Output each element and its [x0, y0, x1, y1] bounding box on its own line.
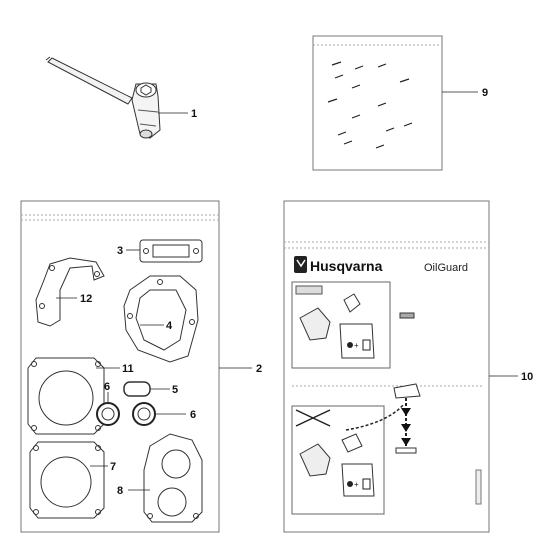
callout-9: 9: [482, 87, 488, 99]
screws-bag-part: [312, 35, 478, 171]
gasket-kit-package: [20, 200, 252, 533]
combination-spanner-part: [45, 56, 188, 139]
callout-2: 2: [256, 363, 262, 375]
callout-12: 12: [80, 293, 92, 305]
product-name: OilGuard: [424, 262, 468, 274]
svg-text:+: +: [354, 341, 359, 350]
callout-11: 11: [122, 363, 134, 375]
callout-1: 1: [191, 108, 197, 120]
svg-text:+: +: [354, 480, 359, 489]
callout-6-right: 6: [190, 409, 196, 421]
callout-4: 4: [166, 320, 173, 332]
callout-8: 8: [117, 485, 123, 497]
oilguard-kit-package: Husqvarna OilGuard + +: [283, 200, 518, 533]
callout-5: 5: [172, 384, 178, 396]
callout-7: 7: [110, 461, 116, 473]
callout-6-left: 6: [104, 381, 110, 393]
callout-10: 10: [521, 371, 533, 383]
brand-name: Husqvarna: [310, 258, 383, 274]
callout-3: 3: [117, 245, 123, 257]
